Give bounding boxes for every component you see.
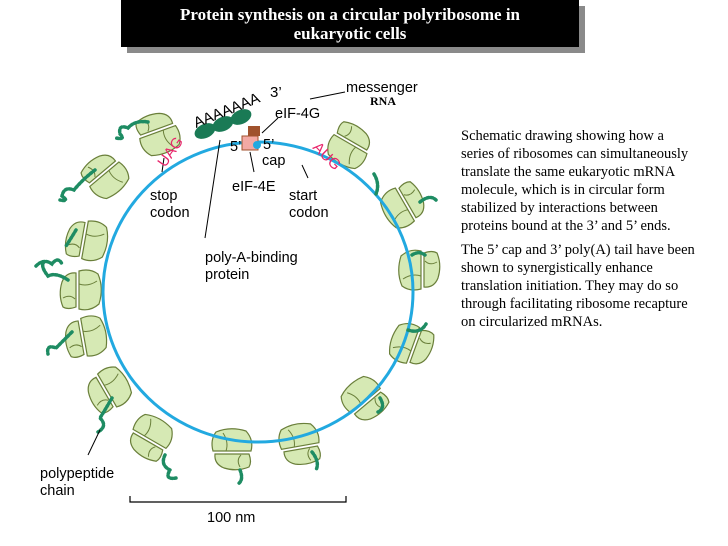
scale-bar xyxy=(130,496,346,502)
start-label: start xyxy=(289,188,317,204)
five-prime-left-label: 5’ xyxy=(230,139,241,155)
pabp-label-line1: poly-A-binding xyxy=(205,250,298,266)
rna-label: RNA xyxy=(370,94,396,108)
ribosomes xyxy=(60,108,440,470)
polypeptide-chain xyxy=(43,262,68,280)
eif4g-label: eIF-4G xyxy=(275,106,320,122)
cap-label: cap xyxy=(262,153,285,169)
stop-label: stop xyxy=(150,188,177,204)
eif4e-block xyxy=(248,126,260,136)
cap-dot xyxy=(253,141,261,149)
polypeptide-chain xyxy=(36,260,62,266)
polypeptide-label-line2: chain xyxy=(40,483,75,499)
stop-codon-label: codon xyxy=(150,205,190,221)
ribosome xyxy=(60,270,101,310)
ribosome xyxy=(77,147,134,204)
ribosome xyxy=(123,410,178,465)
ribosome xyxy=(81,362,136,417)
description: Schematic drawing showing how a series o… xyxy=(461,127,697,337)
ribosome xyxy=(399,250,440,290)
start-codon-label: codon xyxy=(289,205,329,221)
polypeptide-label-line1: polypeptide xyxy=(40,466,114,482)
description-para-2: The 5’ cap and 3’ poly(A) tail have been… xyxy=(461,241,697,331)
pabp-label-line2: protein xyxy=(205,267,249,283)
scale-label: 100 nm xyxy=(207,510,255,526)
polypeptide-chain xyxy=(238,470,242,484)
eif4e-label: eIF-4E xyxy=(232,179,276,195)
description-para-1: Schematic drawing showing how a series o… xyxy=(461,127,697,235)
polypeptide-chain xyxy=(163,455,176,478)
five-prime-cap-label: 5’ xyxy=(263,137,274,153)
three-prime-label: 3’ xyxy=(270,84,282,101)
polypeptide-chain xyxy=(60,170,95,201)
ribosome xyxy=(212,429,252,470)
